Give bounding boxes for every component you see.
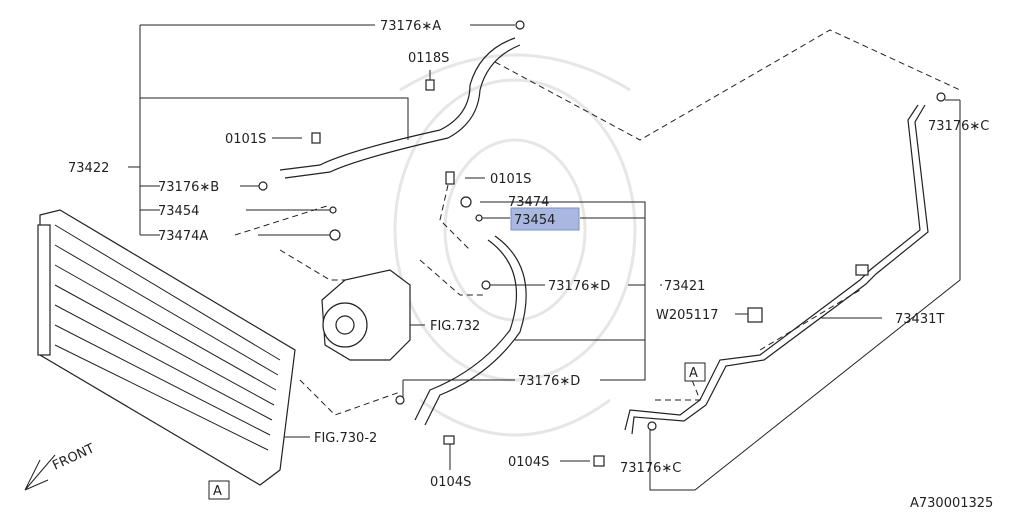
highlight-box [510, 207, 580, 231]
front-arrow-icon [24, 454, 56, 491]
ref-box-a-left [208, 480, 230, 500]
label-fig-730-2: FIG.730-2 [314, 431, 377, 446]
label-ref-a-left: A [213, 484, 222, 499]
label-73421: 73421 [664, 279, 705, 294]
label-ref-a-right: A [689, 366, 698, 381]
label-w205117: W205117 [656, 308, 718, 323]
label-diagram-code: A730001325 [910, 496, 993, 511]
label-0101s-mid: 0101S [490, 172, 531, 187]
label-73176b: 73176∗B [158, 180, 219, 195]
label-0118s: 0118S [408, 51, 449, 66]
label-73454-highlighted: 73454 [514, 213, 555, 228]
watermark-emblem [393, 53, 637, 437]
label-0104s-right: 0104S [508, 455, 549, 470]
label-73176c-bottom: 73176∗C [620, 461, 681, 476]
label-0101s-left: 0101S [225, 132, 266, 147]
hoses-and-pipes [279, 37, 929, 435]
compressor [321, 269, 411, 361]
label-73422: 73422 [68, 161, 109, 176]
label-73176c-top: 73176∗C [928, 119, 989, 134]
label-73176d-upper: 73176∗D [548, 279, 610, 294]
label-73176d-lower: 73176∗D [518, 374, 580, 389]
label-0104s-left: 0104S [430, 475, 471, 490]
label-73454-left: 73454 [158, 204, 199, 219]
dashed-outlines [234, 29, 961, 416]
label-73431t: 73431T [895, 312, 944, 327]
label-73474: 73474 [508, 195, 549, 210]
label-73474a: 73474A [158, 229, 208, 244]
label-fig-732: FIG.732 [430, 319, 480, 334]
leader-lines [128, 24, 961, 491]
ref-box-a-right [684, 362, 706, 382]
fittings [258, 20, 946, 467]
label-front: FRONT [50, 441, 97, 473]
condenser [37, 209, 296, 486]
label-73176a: 73176∗A [380, 19, 441, 34]
